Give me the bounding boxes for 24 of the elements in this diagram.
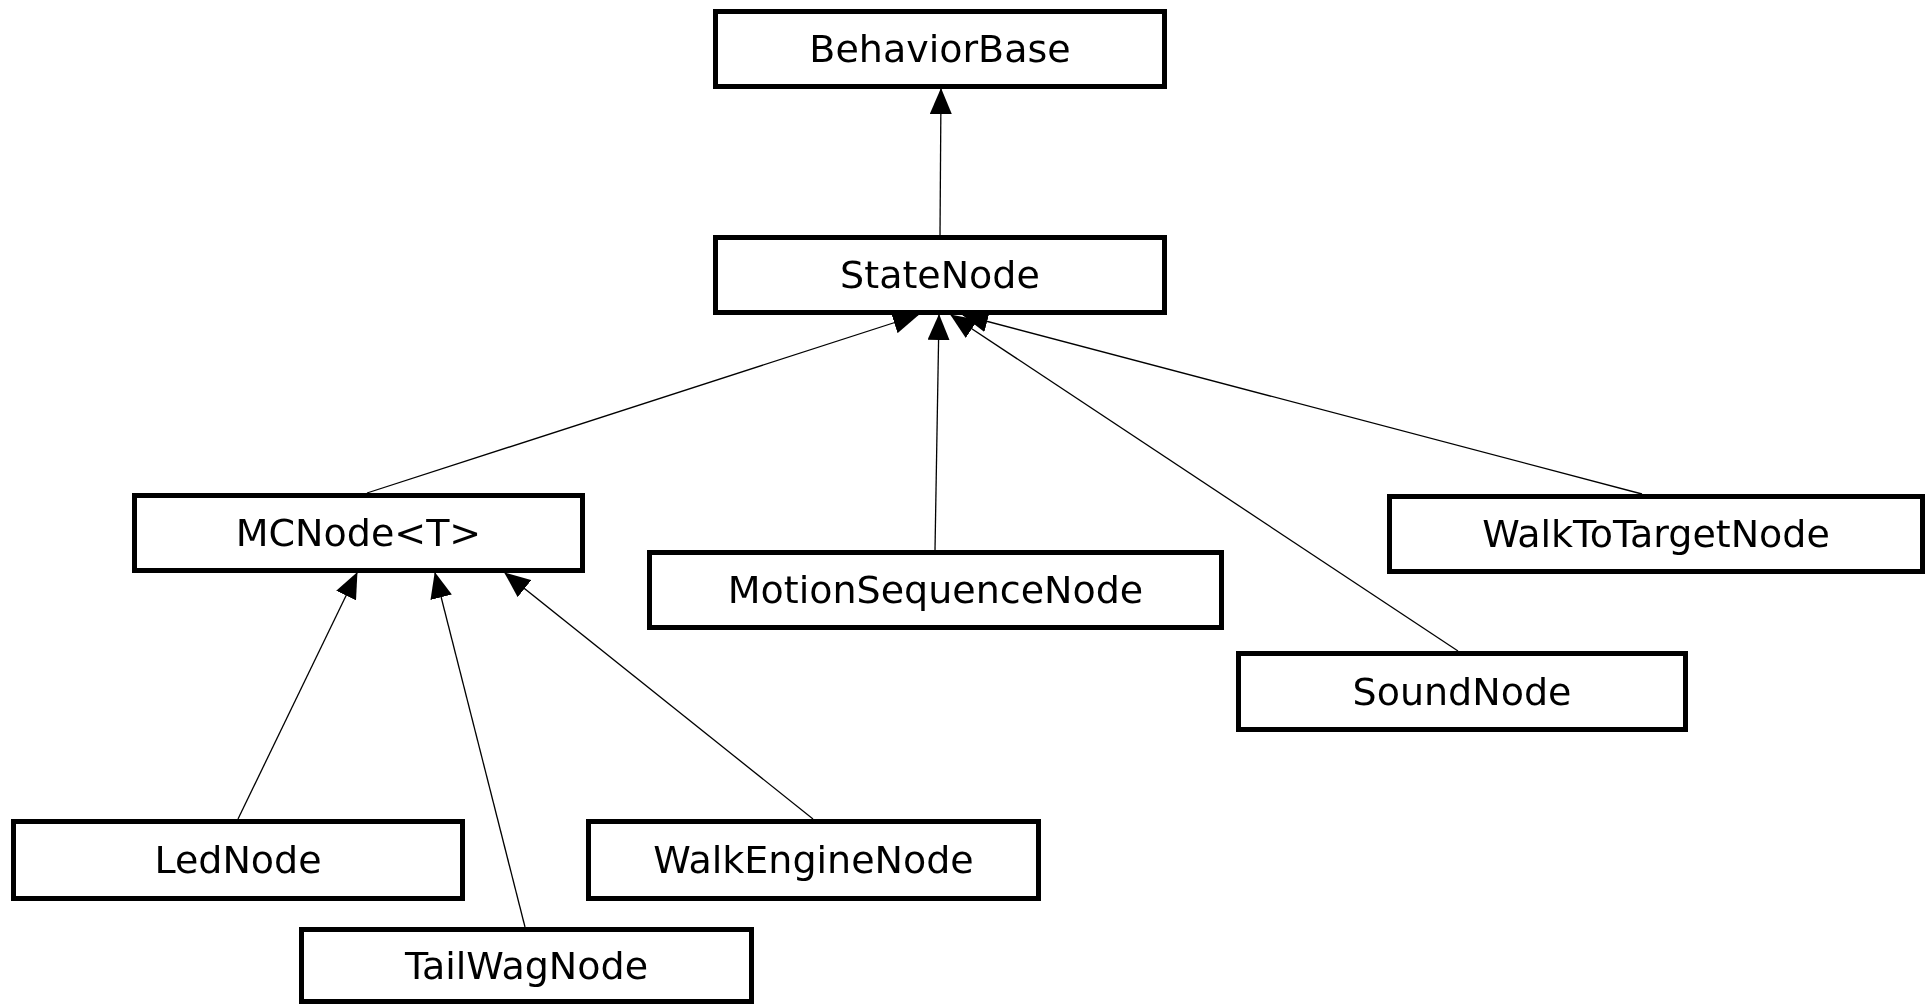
inheritance-arrow bbox=[504, 572, 814, 820]
inheritance-arrow bbox=[950, 314, 1459, 652]
class-name: WalkToTargetNode bbox=[1482, 512, 1830, 556]
class-box bbox=[586, 819, 1041, 901]
class-box bbox=[713, 235, 1167, 315]
class-box bbox=[11, 819, 465, 901]
class-name: BehaviorBase bbox=[809, 27, 1071, 71]
class-name: MotionSequenceNode bbox=[727, 568, 1144, 612]
inheritance-arrow bbox=[430, 572, 526, 928]
class-name: MCNode<T> bbox=[235, 511, 482, 555]
class-name: LedNode bbox=[154, 838, 322, 882]
class-box bbox=[713, 9, 1167, 89]
class-name: StateNode bbox=[840, 253, 1040, 297]
inheritance-arrow bbox=[927, 314, 950, 551]
class-name: TailWagNode bbox=[404, 943, 649, 988]
class-box bbox=[1387, 494, 1925, 574]
class-box bbox=[299, 927, 754, 1004]
inheritance-arrow bbox=[237, 572, 358, 820]
class-box bbox=[132, 493, 585, 573]
class-box bbox=[647, 550, 1224, 630]
class-box bbox=[1236, 651, 1688, 732]
class-name: SoundNode bbox=[1352, 669, 1572, 714]
inheritance-arrow bbox=[929, 88, 952, 236]
class-name: WalkEngineNode bbox=[653, 838, 974, 882]
